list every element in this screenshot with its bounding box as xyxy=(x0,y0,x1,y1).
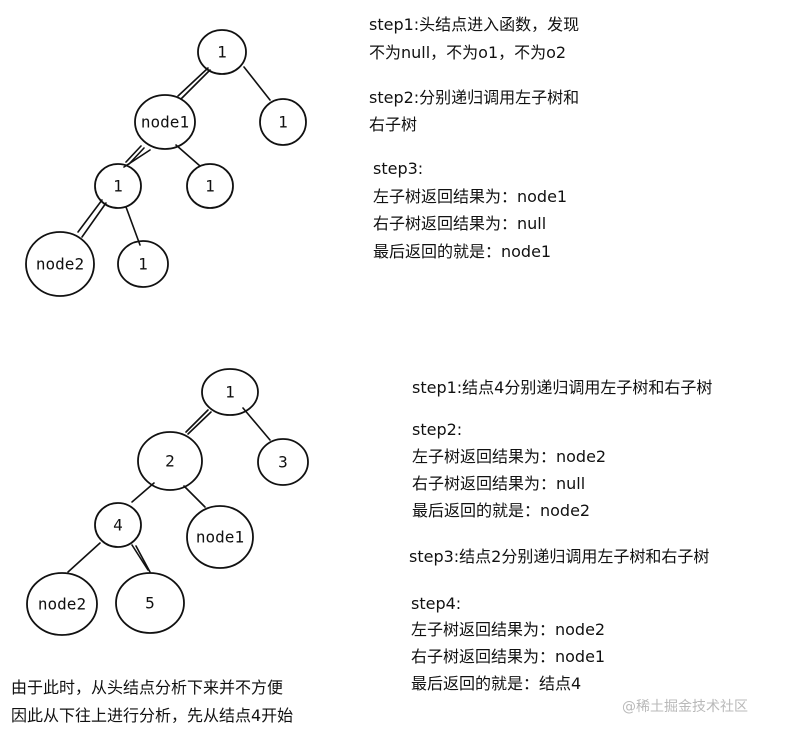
tree1-step3-line3: 最后返回的就是：node1 xyxy=(373,242,552,261)
tree1-node2-label: node2 xyxy=(36,255,84,274)
edge xyxy=(131,544,149,571)
tree1-right-label: 1 xyxy=(278,113,288,132)
edge xyxy=(131,482,155,503)
tree-node xyxy=(134,94,196,150)
tree-node xyxy=(259,98,307,146)
tree1-step2-line2: 右子树 xyxy=(369,115,418,134)
edge xyxy=(81,202,107,238)
edge xyxy=(180,69,211,100)
tree-node xyxy=(186,505,254,569)
tree2-node-2-label: 2 xyxy=(165,452,175,471)
tree2-node2-label: node2 xyxy=(38,595,86,614)
edge xyxy=(177,67,209,97)
tree1-step3-line1: 左子树返回结果为：node1 xyxy=(373,187,568,206)
edge xyxy=(123,149,151,168)
tree-node xyxy=(25,231,95,297)
tree1-step3-title: step3: xyxy=(373,159,424,178)
explanation-line2: 因此从下往上进行分析，先从结点4开始 xyxy=(11,706,294,725)
tree2-step4-title: step4: xyxy=(411,594,462,613)
tree-node xyxy=(26,572,98,636)
edge xyxy=(125,145,142,163)
edge xyxy=(135,545,151,573)
tree1-node1-label: node1 xyxy=(141,113,189,132)
tree2-step4-line2: 右子树返回结果为：node1 xyxy=(411,647,606,666)
edge xyxy=(242,407,271,441)
edge xyxy=(243,66,271,101)
edge xyxy=(187,411,212,435)
tree1-llr-label: 1 xyxy=(138,255,148,274)
tree-node xyxy=(94,502,142,548)
tree1-ll-label: 1 xyxy=(113,177,123,196)
tree-node xyxy=(115,572,185,634)
tree-node xyxy=(137,431,203,491)
tree2-node-3-label: 3 xyxy=(278,453,288,472)
tree2-node-4-label: 4 xyxy=(113,516,123,535)
explanation-line1: 由于此时，从头结点分析下来并不方便 xyxy=(11,678,284,697)
watermark: @稀土掘金技术社区 xyxy=(622,699,748,715)
edge xyxy=(77,199,103,233)
tree-node xyxy=(201,368,259,416)
tree1-step2-line1: step2:分别递归调用左子树和 xyxy=(369,88,580,107)
tree2-step3: step3:结点2分别递归调用左子树和右子树 xyxy=(409,547,710,566)
tree1-step1-line1: step1:头结点进入函数，发现 xyxy=(369,15,580,34)
tree-node xyxy=(117,240,169,288)
tree1-step1-line2: 不为null，不为o1，不为o2 xyxy=(369,43,567,62)
tree-node xyxy=(257,438,309,486)
edge xyxy=(125,206,141,246)
tree2-step2-line3: 最后返回的就是：node2 xyxy=(412,501,591,520)
tree2-step4-line1: 左子树返回结果为：node2 xyxy=(411,620,606,639)
edge xyxy=(185,409,209,433)
tree-node xyxy=(186,163,234,209)
tree1-step3-line2: 右子树返回结果为：null xyxy=(373,214,547,233)
tree-node xyxy=(94,163,142,209)
tree-node xyxy=(197,29,247,75)
edge xyxy=(183,485,206,508)
tree1-root-label: 1 xyxy=(217,43,227,62)
tree2-node-5-label: 5 xyxy=(145,594,155,613)
tree2-step2-line2: 右子树返回结果为：null xyxy=(412,474,586,493)
edge xyxy=(175,144,201,167)
tree2-step4-line3: 最后返回的就是：结点4 xyxy=(411,674,582,693)
tree2-root-label: 1 xyxy=(225,383,235,402)
tree1-lr-label: 1 xyxy=(205,177,215,196)
edge xyxy=(67,542,101,573)
tree2-step1: step1:结点4分别递归调用左子树和右子树 xyxy=(412,378,713,397)
tree2-step2-line1: 左子树返回结果为：node2 xyxy=(412,447,607,466)
tree2-node1-label: node1 xyxy=(196,528,244,547)
tree2-step2-title: step2: xyxy=(412,420,463,439)
